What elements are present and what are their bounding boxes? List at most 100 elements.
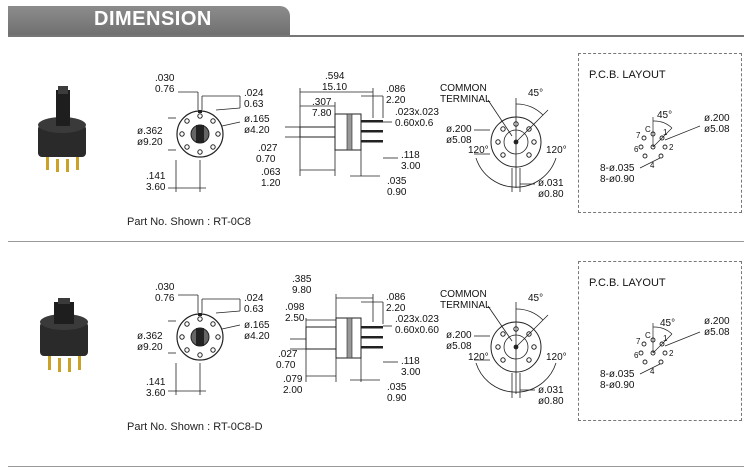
angle-label: 45°: [657, 110, 673, 121]
dim-label: 1.20: [261, 178, 281, 189]
pin-label: 7: [636, 337, 641, 346]
pcb-layout-title: P.C.B. LAYOUT: [589, 69, 666, 81]
page-title: DIMENSION: [94, 8, 212, 30]
dim-label: 0.76: [155, 293, 175, 304]
dim-label: 0.70: [256, 154, 276, 165]
dim-label: ø.200: [446, 330, 472, 341]
angle-label: 45°: [660, 318, 676, 329]
dim-label: ø.165: [244, 114, 270, 125]
dim-label: .098: [285, 302, 305, 313]
dim-label: 0.70: [276, 360, 296, 371]
dim-label: 0.63: [244, 304, 264, 315]
common-terminal-label: COMMON: [440, 289, 487, 300]
dim-label: ø4.20: [244, 331, 270, 342]
dim-label: 0.60x0.60: [395, 325, 439, 336]
dim-label: ø0.80: [538, 189, 564, 200]
dim-label: .023x.023: [395, 314, 439, 325]
dim-label: .086: [386, 292, 406, 303]
dim-label: 15.10: [322, 82, 348, 93]
dim-label: 3.00: [401, 161, 421, 172]
header-tab: [8, 6, 290, 36]
pin-label: 4: [650, 367, 655, 376]
angle-label: 45°: [528, 88, 544, 99]
dim-label: 2.20: [386, 95, 406, 106]
angle-label: 45°: [528, 293, 544, 304]
section-divider: [8, 241, 744, 242]
angle-label: 120°: [546, 145, 567, 156]
pin-label: 4: [650, 161, 655, 170]
pin-label: 6: [634, 145, 639, 154]
dim-label: .594: [325, 71, 345, 82]
dim-label: ø.200: [704, 113, 730, 124]
part-number-label: Part No. Shown : RT-0C8-D: [127, 421, 263, 433]
dim-label: 0.63: [244, 99, 264, 110]
dim-label: 3.00: [401, 367, 421, 378]
dim-label: .063: [261, 167, 281, 178]
dim-label: .024: [244, 293, 264, 304]
dim-label: .023x.023: [395, 107, 439, 118]
dim-label: .027: [278, 349, 298, 360]
dim-label: ø0.80: [538, 396, 564, 407]
dim-label: 9.80: [292, 285, 312, 296]
dim-label: 2.00: [283, 385, 303, 396]
bottom-rule: [8, 466, 744, 467]
dim-label: 8-ø.035: [600, 163, 635, 174]
dim-label: ø.362: [137, 331, 163, 342]
pin-label: 6: [634, 351, 639, 360]
dim-label: 8-ø0.90: [600, 174, 635, 185]
dim-label: 2.50: [285, 313, 305, 324]
dim-label: ø5.08: [446, 341, 472, 352]
dim-label: ø4.20: [244, 125, 270, 136]
pin-label: 1: [663, 128, 668, 137]
pin-label: 2: [669, 349, 674, 358]
header-rule: [8, 35, 744, 37]
pin-label: 2: [669, 143, 674, 152]
dim-label: .024: [244, 88, 264, 99]
dim-label: .307: [312, 97, 332, 108]
dim-label: ø9.20: [137, 137, 163, 148]
dim-label: 0.90: [387, 393, 407, 404]
dim-label: .027: [258, 143, 278, 154]
dim-label: .141: [146, 377, 166, 388]
common-terminal-label: TERMINAL: [440, 94, 491, 105]
dim-label: 8-ø0.90: [600, 380, 635, 391]
pcb-layout-title: P.C.B. LAYOUT: [589, 277, 666, 289]
dim-label: 2.20: [386, 303, 406, 314]
dim-label: .086: [386, 84, 406, 95]
dim-label: .118: [401, 356, 420, 367]
dim-label: ø.362: [137, 126, 163, 137]
dim-label: ø5.08: [704, 327, 730, 338]
dim-label: 0.90: [387, 187, 407, 198]
dim-label: 0.60x0.6: [395, 118, 434, 129]
dim-label: .035: [387, 176, 407, 187]
dim-label: 7.80: [312, 108, 332, 119]
pin-label: 7: [636, 131, 641, 140]
dim-label: .079: [283, 374, 303, 385]
dim-label: ø9.20: [137, 342, 163, 353]
common-terminal-label: TERMINAL: [440, 300, 491, 311]
common-terminal-label: COMMON: [440, 83, 487, 94]
dim-label: ø.031: [538, 385, 564, 396]
pin-label: 1: [663, 334, 668, 343]
dim-label: ø.200: [446, 124, 472, 135]
part-number-label: Part No. Shown : RT-0C8: [127, 216, 251, 228]
angle-label: 120°: [468, 145, 489, 156]
dim-label: 3.60: [146, 182, 166, 193]
dim-label: ø5.08: [446, 135, 472, 146]
dim-label: 0.76: [155, 84, 175, 95]
angle-label: 120°: [546, 352, 567, 363]
dim-label: 8-ø.035: [600, 369, 635, 380]
dim-label: .030: [155, 282, 175, 293]
dim-label: .035: [387, 382, 407, 393]
dim-label: ø.031: [538, 178, 564, 189]
